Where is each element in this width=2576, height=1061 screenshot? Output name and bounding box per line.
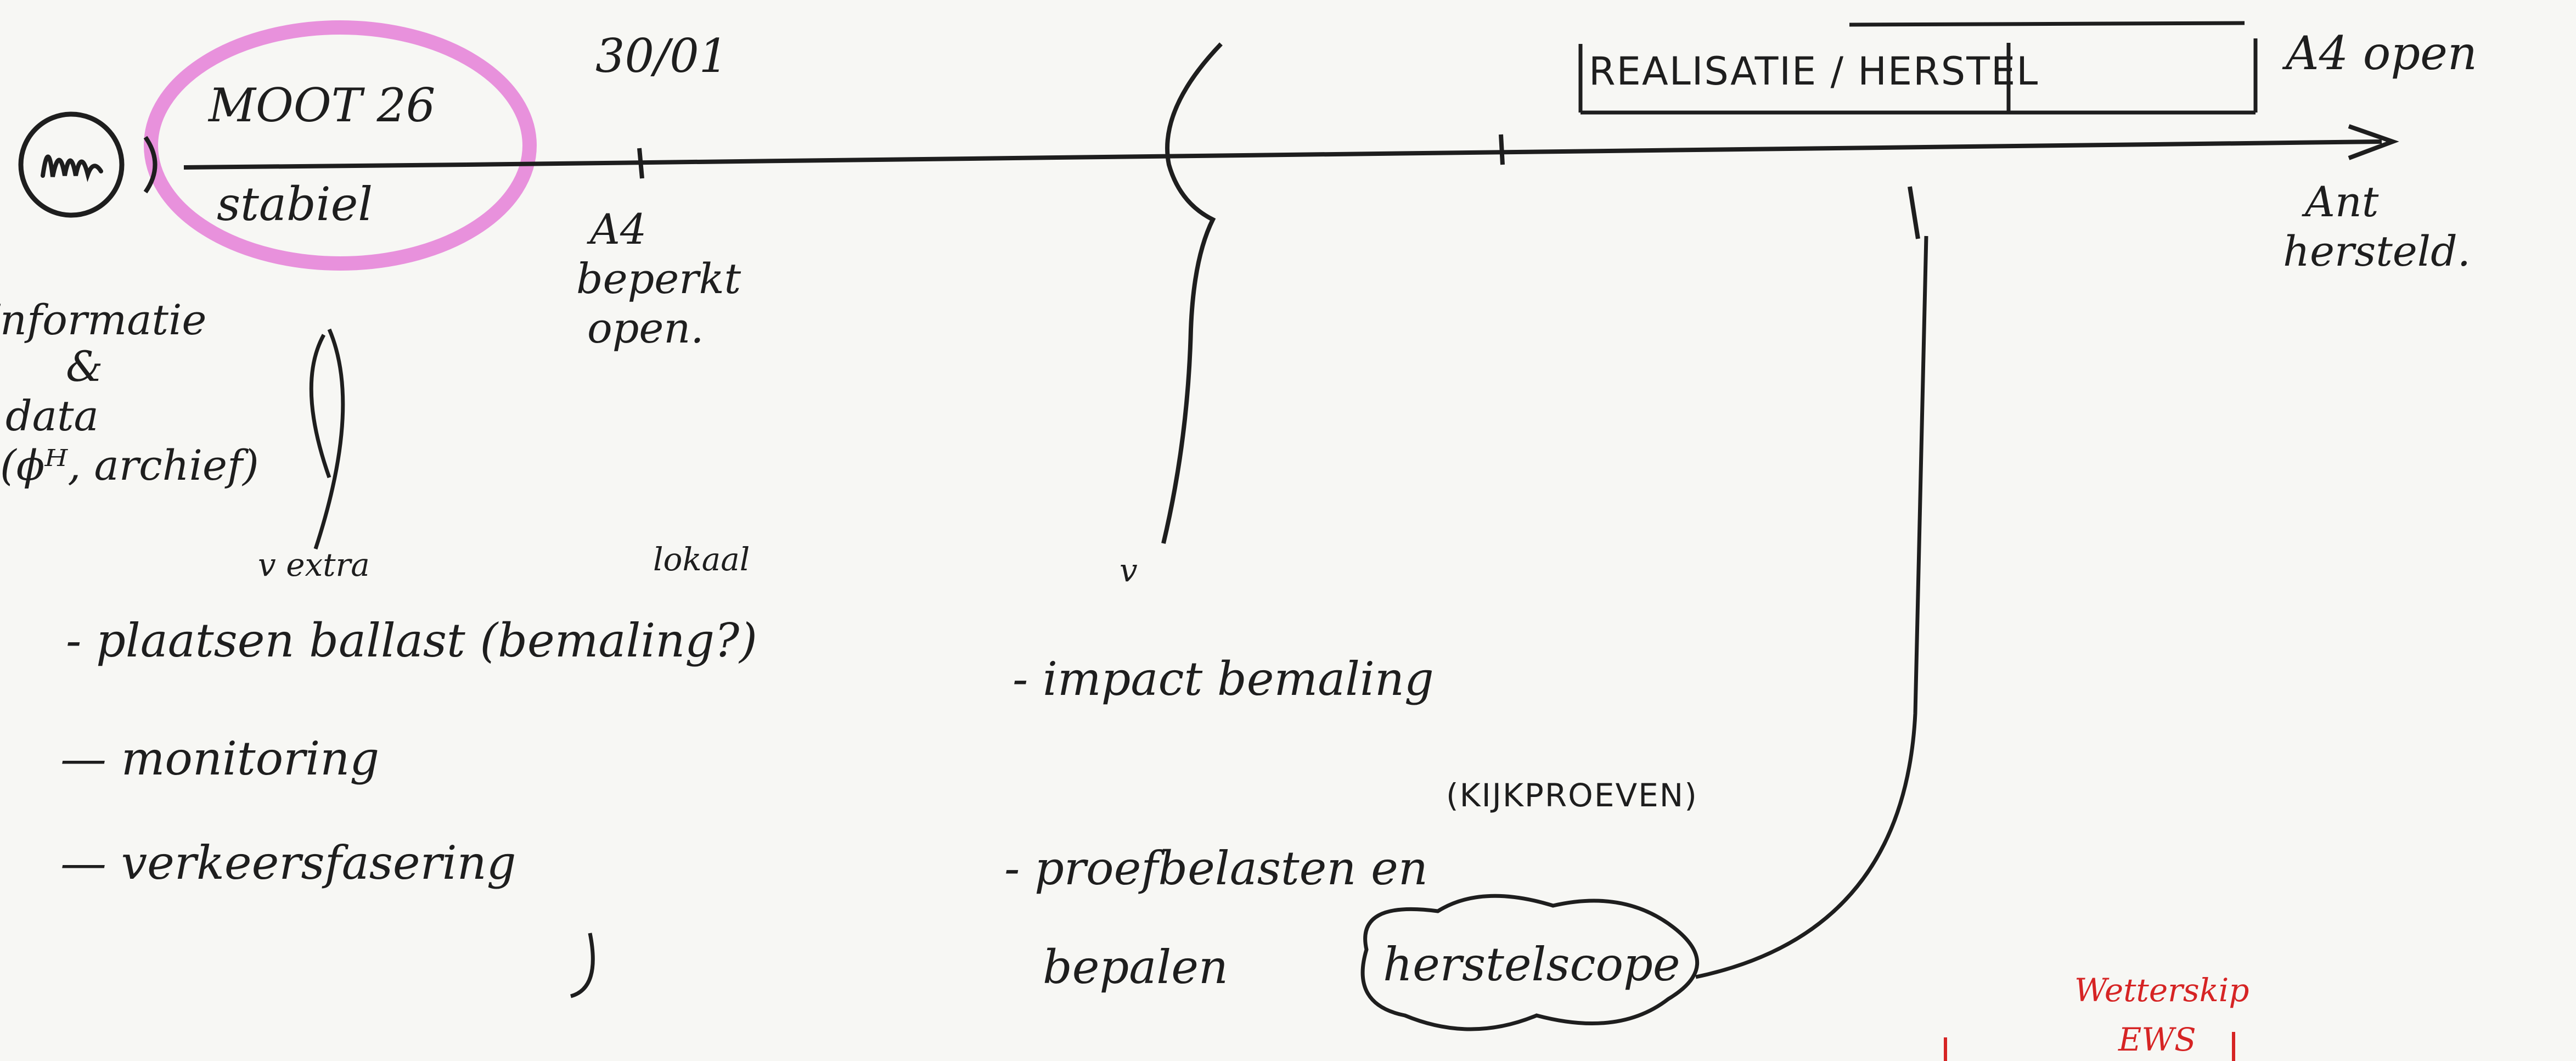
end-bottom-line-2: hersteld. xyxy=(2283,227,2471,276)
info-line-4: (ϕᴴ, archief) xyxy=(0,441,259,490)
end-top-label: A4 open xyxy=(2286,26,2477,80)
middle-action-2: - proefbelasten en xyxy=(1004,841,1428,895)
milestone-1-label-line-2: beperkt xyxy=(576,254,741,303)
red-note-top: Wetterskip xyxy=(2074,972,2249,1009)
timeline-axis xyxy=(466,139,2382,167)
info-line-1: Informatie xyxy=(0,295,207,344)
phase-title: REALISATIE / HERSTEL xyxy=(1589,49,2039,94)
info-paren-close xyxy=(313,328,345,550)
red-note-bottom: EWS xyxy=(2118,1021,2196,1058)
middle-action-1: - impact bemaling xyxy=(1013,652,1434,706)
left-action-1: - plaatsen ballast (bemaling?) xyxy=(66,614,757,667)
end-bottom-line-1: Ant xyxy=(2305,177,2379,226)
tick-milestone-2 xyxy=(1499,134,1505,165)
info-paren-open xyxy=(309,334,331,479)
middle-action-3: bepalen xyxy=(1043,940,1229,994)
phase-box xyxy=(1578,38,2258,115)
start-circle xyxy=(18,111,125,218)
start-paren xyxy=(143,136,158,194)
annotation-lokaal: lokaal xyxy=(653,541,750,578)
annotation-v: v xyxy=(1120,552,1138,589)
middle-action-note: (KIJKPROEVEN) xyxy=(1446,777,1698,814)
link-curve xyxy=(1695,235,1928,979)
start-badge-top: MOOT 26 xyxy=(209,78,436,132)
left-action-2: — monitoring xyxy=(60,732,380,785)
milestone-1-label-line-3: open. xyxy=(587,304,704,352)
phase-tick xyxy=(1908,186,1920,239)
start-initials-icon xyxy=(41,154,103,182)
info-line-3: data xyxy=(5,391,99,440)
milestone-1-label-line-1: A4 xyxy=(590,205,647,254)
badge-divider xyxy=(183,162,467,170)
verkeersfasering-tail xyxy=(570,933,595,998)
timeline-arrowhead xyxy=(2348,124,2399,160)
annotation-extra: v extra xyxy=(258,546,370,583)
red-note-bracket xyxy=(1944,1032,2235,1061)
tick-milestone-1 xyxy=(637,148,644,179)
left-action-3: — verkeersfasering xyxy=(60,836,516,890)
phase-overline xyxy=(1849,21,2245,27)
start-badge-bottom: stabiel xyxy=(217,177,373,231)
herstelscope-cloud xyxy=(1360,894,1700,1031)
middle-brace xyxy=(1161,42,1223,544)
herstelscope-label: herstelscope xyxy=(1383,938,1680,991)
info-line-2: & xyxy=(66,342,103,391)
milestone-1-date: 30/01 xyxy=(595,29,729,83)
